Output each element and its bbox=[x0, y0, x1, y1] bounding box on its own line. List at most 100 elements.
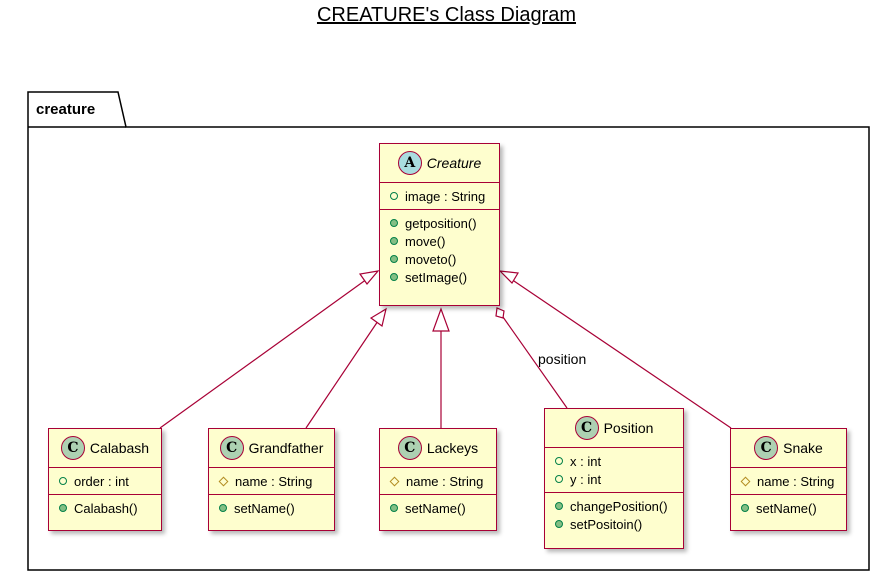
class-badge-icon: C bbox=[754, 436, 779, 460]
edge-snake-creature bbox=[510, 278, 732, 429]
package-label: creature bbox=[36, 101, 96, 118]
class-name: Position bbox=[603, 420, 654, 436]
field-row: y : int bbox=[555, 470, 675, 488]
public-field-icon bbox=[390, 192, 398, 200]
public-field-icon bbox=[555, 475, 563, 483]
method-text: setName() bbox=[234, 500, 295, 516]
edge-calabash-creature bbox=[159, 278, 368, 429]
public-method-icon bbox=[555, 520, 563, 528]
fields-section: name : String bbox=[209, 468, 334, 495]
aggregation-diamond bbox=[495, 307, 505, 319]
class-badge-icon: C bbox=[60, 436, 85, 460]
method-row: moveto() bbox=[390, 250, 491, 268]
method-text: setPositoin() bbox=[570, 516, 643, 532]
methods-section: changePosition() setPositoin() bbox=[545, 493, 683, 537]
edge-position-creature bbox=[502, 316, 568, 409]
methods-section: Calabash() bbox=[49, 495, 161, 521]
abstract-badge-icon: A bbox=[397, 151, 422, 175]
inherit-arrow-grandfather bbox=[369, 307, 387, 328]
class-header: A Creature bbox=[380, 144, 499, 183]
field-text: image : String bbox=[405, 188, 486, 204]
class-header: C Calabash bbox=[49, 429, 161, 468]
protected-field-icon bbox=[218, 476, 229, 486]
class-badge-icon: C bbox=[219, 436, 244, 460]
class-creature[interactable]: A Creature image : String getposition() … bbox=[379, 143, 500, 306]
field-row: image : String bbox=[390, 187, 491, 205]
class-name: Lackeys bbox=[426, 440, 479, 456]
field-text: order : int bbox=[74, 473, 129, 489]
method-row: setName() bbox=[390, 499, 488, 517]
class-name: Snake bbox=[783, 440, 823, 456]
method-row: setImage() bbox=[390, 268, 491, 286]
fields-section: x : int y : int bbox=[545, 448, 683, 493]
methods-section: setName() bbox=[209, 495, 334, 521]
public-method-icon bbox=[390, 255, 398, 263]
class-snake[interactable]: C Snake name : String setName() bbox=[730, 428, 847, 531]
public-method-icon bbox=[390, 219, 398, 227]
method-row: move() bbox=[390, 232, 491, 250]
public-method-icon bbox=[390, 237, 398, 245]
edge-grandfather-creature bbox=[305, 320, 379, 429]
protected-field-icon bbox=[740, 476, 751, 486]
method-row: setName() bbox=[219, 499, 326, 517]
method-text: Calabash() bbox=[74, 500, 138, 516]
class-badge-icon: C bbox=[574, 416, 599, 440]
class-header: C Lackeys bbox=[380, 429, 496, 468]
field-text: y : int bbox=[570, 471, 602, 487]
class-name: Creature bbox=[426, 155, 482, 171]
fields-section: image : String bbox=[380, 183, 499, 210]
method-row: setPositoin() bbox=[555, 515, 675, 533]
inherit-arrow-snake bbox=[498, 270, 519, 284]
field-text: x : int bbox=[570, 453, 602, 469]
public-method-icon bbox=[59, 504, 67, 512]
method-text: setName() bbox=[405, 500, 466, 516]
field-row: name : String bbox=[389, 472, 488, 490]
class-badge-icon: C bbox=[397, 436, 422, 460]
field-text: name : String bbox=[235, 473, 313, 489]
public-field-icon bbox=[555, 457, 563, 465]
class-name: Grandfather bbox=[248, 440, 324, 456]
method-text: move() bbox=[405, 233, 446, 249]
method-row: getposition() bbox=[390, 214, 491, 232]
package-frame bbox=[27, 91, 870, 571]
field-row: order : int bbox=[59, 472, 153, 490]
protected-field-icon bbox=[389, 476, 400, 486]
inherit-arrow-calabash bbox=[358, 270, 380, 285]
public-method-icon bbox=[219, 504, 227, 512]
methods-section: setName() bbox=[731, 495, 846, 521]
field-row: name : String bbox=[218, 472, 326, 490]
class-lackeys[interactable]: C Lackeys name : String setName() bbox=[379, 428, 497, 531]
diagram-title: CREATURE's Class Diagram bbox=[316, 4, 577, 26]
class-grandfather[interactable]: C Grandfather name : String setName() bbox=[208, 428, 335, 531]
method-text: changePosition() bbox=[570, 498, 668, 514]
fields-section: order : int bbox=[49, 468, 161, 495]
field-text: name : String bbox=[757, 473, 835, 489]
aggregation-label: position bbox=[538, 351, 587, 367]
class-position[interactable]: C Position x : int y : int changePositio… bbox=[544, 408, 684, 549]
class-header: C Position bbox=[545, 409, 683, 448]
methods-section: setName() bbox=[380, 495, 496, 521]
method-text: setImage() bbox=[405, 269, 468, 285]
method-text: moveto() bbox=[405, 251, 457, 267]
field-text: name : String bbox=[406, 473, 484, 489]
method-row: Calabash() bbox=[59, 499, 153, 517]
public-method-icon bbox=[390, 273, 398, 281]
field-row: x : int bbox=[555, 452, 675, 470]
method-row: setName() bbox=[741, 499, 838, 517]
public-method-icon bbox=[555, 502, 563, 510]
fields-section: name : String bbox=[731, 468, 846, 495]
inherit-arrow-lackeys bbox=[432, 307, 450, 332]
fields-section: name : String bbox=[380, 468, 496, 495]
class-header: C Snake bbox=[731, 429, 846, 468]
public-method-icon bbox=[741, 504, 749, 512]
method-text: getposition() bbox=[405, 215, 477, 231]
method-row: changePosition() bbox=[555, 497, 675, 515]
method-text: setName() bbox=[756, 500, 817, 516]
class-name: Calabash bbox=[89, 440, 150, 456]
class-header: C Grandfather bbox=[209, 429, 334, 468]
public-method-icon bbox=[390, 504, 398, 512]
field-row: name : String bbox=[740, 472, 838, 490]
class-calabash[interactable]: C Calabash order : int Calabash() bbox=[48, 428, 162, 531]
methods-section: getposition() move() moveto() setImage() bbox=[380, 210, 499, 290]
